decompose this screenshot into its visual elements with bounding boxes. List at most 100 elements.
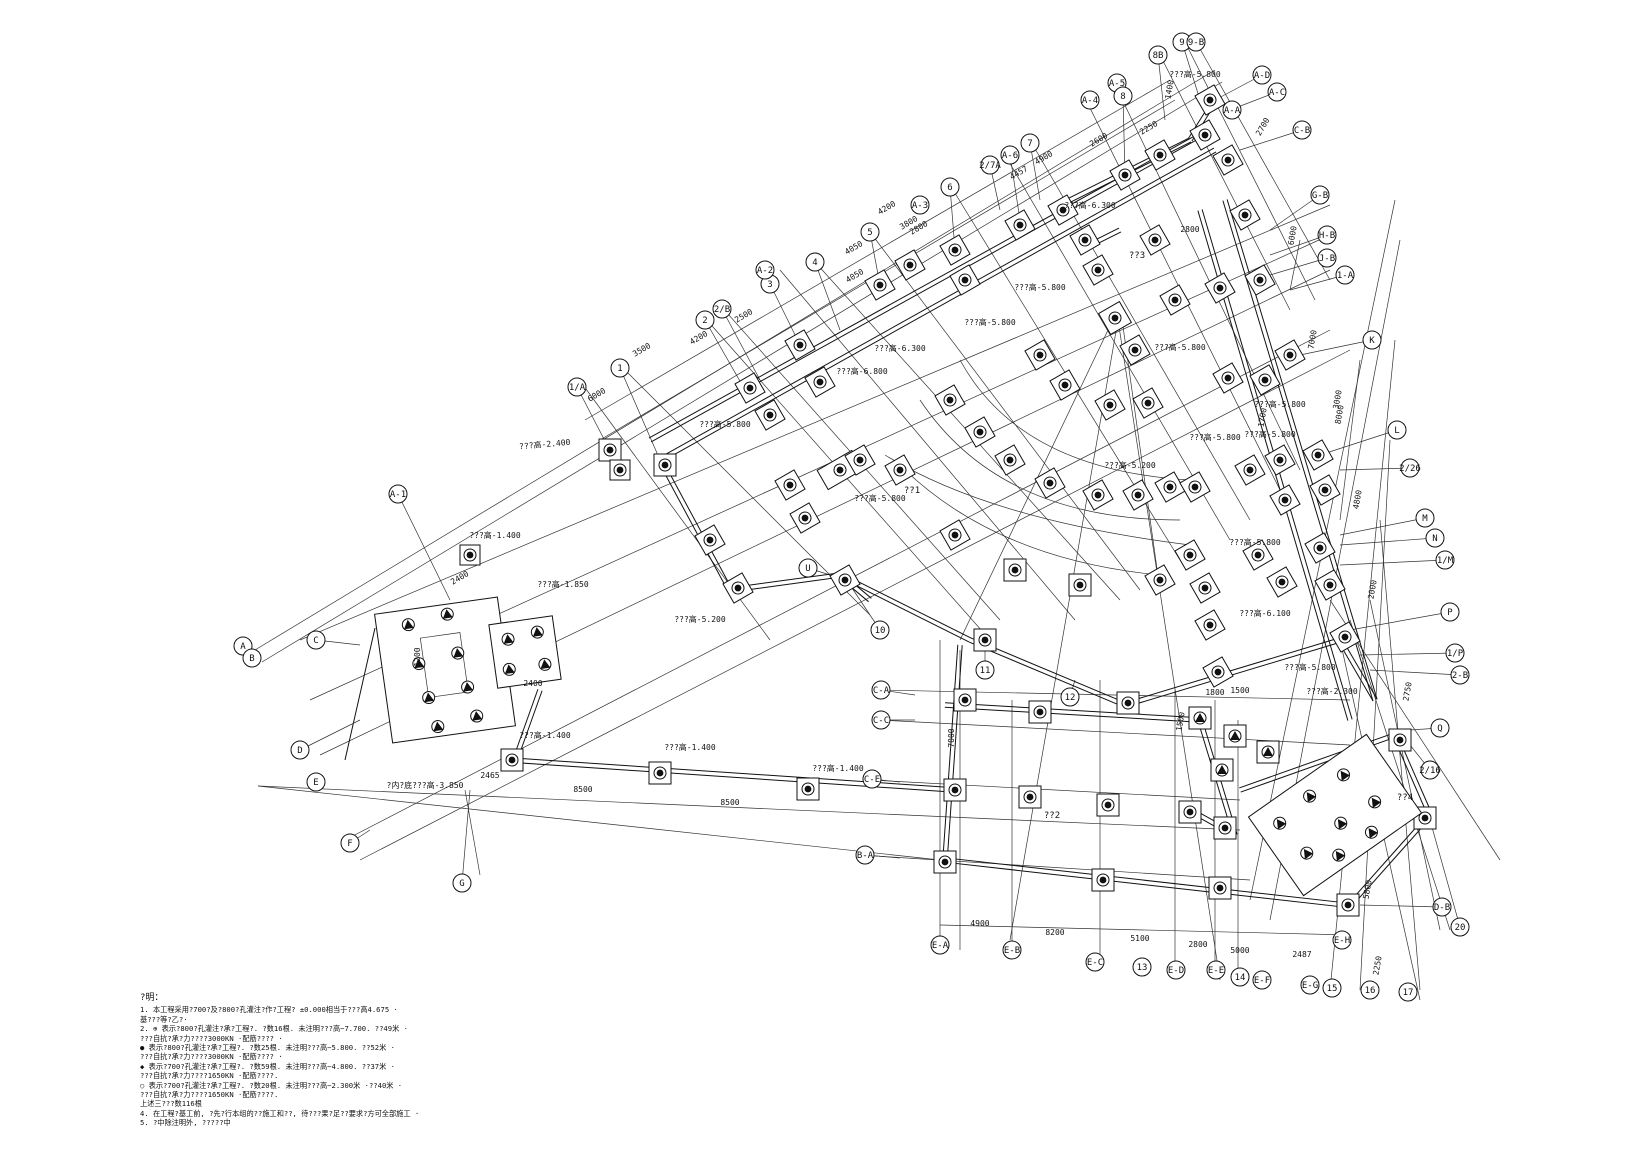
axis-bubble <box>1310 185 1330 205</box>
pile-cap <box>1223 724 1247 748</box>
pile-dot-icon <box>1131 346 1139 354</box>
dimension-label: 2000 <box>1366 579 1378 600</box>
pile-dot-icon <box>1216 284 1224 292</box>
pile-dot-icon <box>1316 544 1324 552</box>
elevation-label: ???高-1.400 <box>469 530 521 540</box>
dimension-label: 2400 <box>523 679 542 688</box>
beam-edge <box>944 706 1200 723</box>
grid-line <box>1359 652 1456 656</box>
dimension-label: 1800 <box>1205 688 1224 697</box>
beam-edge <box>970 637 1127 704</box>
axis-label: C-A <box>873 686 890 696</box>
note-line: 1. 本工程采用?700?及?800?孔灌注?作?工程? ±0.000相当于??… <box>140 1005 398 1015</box>
axis-bubble <box>1415 508 1435 528</box>
pile-cap <box>1179 471 1211 503</box>
elevation-label: ???高-1.850 <box>537 579 589 589</box>
pile-cap <box>1091 868 1115 892</box>
axis-label: M <box>1422 514 1428 524</box>
pile-cap <box>1174 539 1206 571</box>
grid-line <box>461 789 471 884</box>
elevation-label: ???高-6.300 <box>1064 200 1116 210</box>
elevation-label: ???高-1.400 <box>519 730 571 740</box>
axis-bubble <box>1300 975 1320 995</box>
grid-line <box>584 79 1171 421</box>
pile-dot-icon <box>508 756 516 764</box>
axis-label: 4 <box>812 258 817 268</box>
pile-cap <box>1202 656 1234 688</box>
pile-dot-icon <box>841 576 849 584</box>
axis-bubble <box>1132 957 1152 977</box>
pile-dot-icon <box>1171 296 1179 304</box>
axis-bubble <box>1335 265 1355 285</box>
axis-label: 2/16 <box>1419 766 1441 776</box>
note-line: ???自抗?承?力????3000KN ·配筋???? · <box>140 1052 283 1062</box>
pile-dot-icon <box>1206 96 1214 104</box>
axis-label: E-G <box>1302 981 1318 991</box>
beam-edge <box>1124 637 1340 704</box>
grid-line <box>859 854 1251 881</box>
pile-cap <box>1154 471 1186 503</box>
axis-label: 13 <box>1137 963 1148 973</box>
grid-line <box>1289 239 1301 291</box>
pile-cap <box>1229 199 1261 231</box>
pile-dot-icon <box>946 396 954 404</box>
axis-label: 2/7A <box>979 161 1001 171</box>
axis-label: 7 <box>1027 139 1032 149</box>
axis-bubble <box>1292 120 1312 140</box>
axis-label: 2/26 <box>1399 464 1421 474</box>
pile-dot-icon <box>1254 551 1262 559</box>
axis-bubble <box>306 772 326 792</box>
grid-line <box>1339 559 1446 566</box>
pile-triangle-icon <box>442 609 453 619</box>
grid-line <box>1122 95 1126 176</box>
pile-dot-icon <box>1278 578 1286 586</box>
pile-cap <box>1309 474 1341 506</box>
pile-dot-icon <box>1059 206 1067 214</box>
cap-inner <box>419 632 469 698</box>
pile-triangle-icon <box>1368 828 1378 839</box>
note-line: 2. ⊕ 表示?800?孔灌注?承?工程?. ?数16根. 未注明???高−7.… <box>140 1024 408 1034</box>
axis-bubble <box>1267 82 1287 102</box>
pile-dot-icon <box>1421 814 1429 822</box>
pile-dot-icon <box>961 276 969 284</box>
elevation-label: ???高-5.800 <box>1189 432 1241 442</box>
axis-bubbles: A-1ABCDEFG1/A122/B3A-245A-362/7AA-67A-4A… <box>233 32 1470 1002</box>
dimension-label: 1500 <box>1230 686 1249 695</box>
axis-bubble <box>242 648 262 668</box>
grid-line <box>814 261 841 331</box>
pile-cap <box>1212 362 1244 394</box>
pile-dot-icon <box>1261 376 1269 384</box>
pile-dot-icon <box>1036 351 1044 359</box>
pile-cap <box>1266 566 1298 598</box>
pile-dot-icon <box>1224 374 1232 382</box>
grid-line <box>359 349 1351 861</box>
pile-dot-icon <box>1206 621 1214 629</box>
pile-triangle-icon <box>532 627 543 637</box>
pile-cap-group <box>373 596 517 744</box>
axis-label: A-5 <box>1109 79 1125 89</box>
pile-dot-icon <box>981 636 989 644</box>
pile-cap <box>939 234 971 266</box>
pile-cap <box>1096 793 1120 817</box>
pile-dot-icon <box>1026 793 1034 801</box>
pile-cap <box>1249 364 1281 396</box>
elevation-label: ???高-5.800 <box>964 317 1016 327</box>
pile-triangle-icon <box>540 659 551 670</box>
notes-title: ?明： <box>140 993 164 1003</box>
axis-label: C-B <box>1294 126 1310 136</box>
dimension-label: 1400 <box>1163 79 1175 100</box>
axis-label: 2-B <box>1452 671 1468 681</box>
axis-bubble <box>755 260 775 280</box>
pile-dot-icon <box>951 246 959 254</box>
dimension-label: 2600 <box>1088 131 1109 149</box>
pile-triangle-icon <box>472 711 483 721</box>
pile-dot-icon <box>1201 131 1209 139</box>
pile-triangle-icon <box>504 664 515 675</box>
dimension-label: 4200 <box>876 199 897 217</box>
axis-bubble <box>805 252 825 272</box>
note-line: 上述三???数116根 <box>140 1099 202 1109</box>
axis-bubble <box>870 620 890 640</box>
pile-dot-icon <box>961 696 969 704</box>
pile-triangle-icon <box>1217 765 1227 774</box>
